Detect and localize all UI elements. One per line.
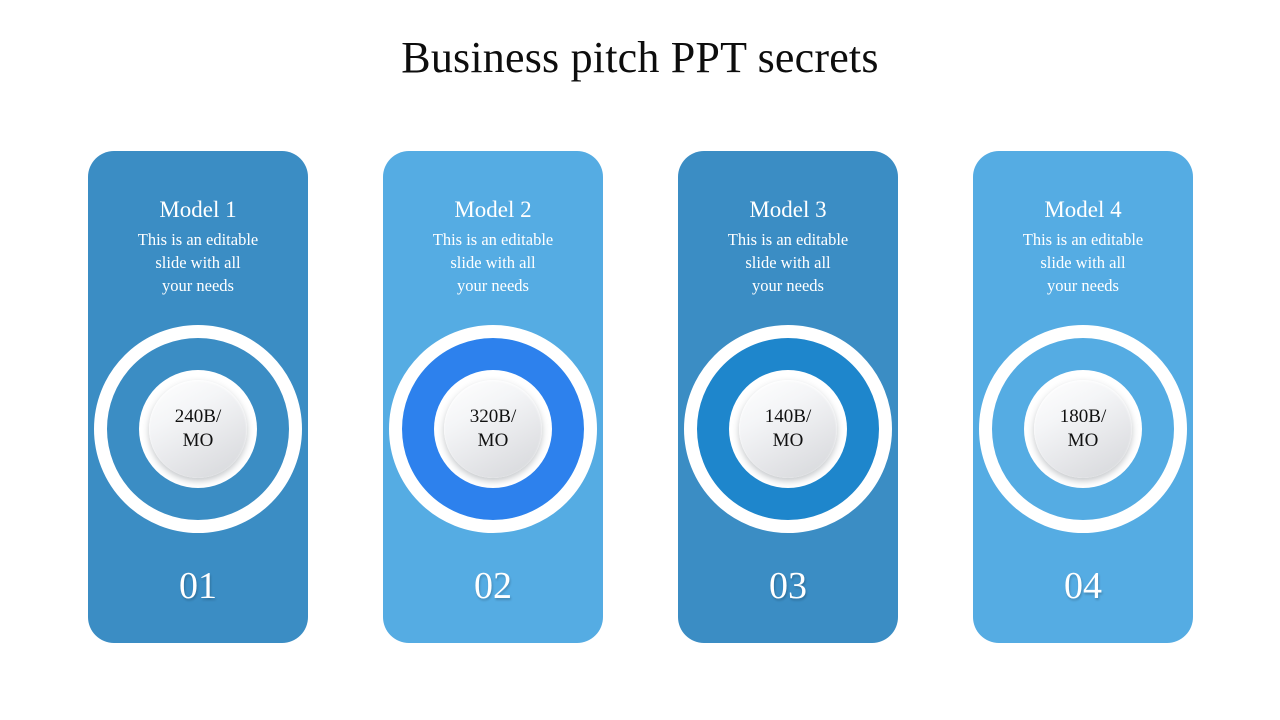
card-index-4: 04	[1064, 565, 1102, 607]
price-value-3: 140B/ MO	[764, 406, 812, 451]
card-header-1: Model 1 This is an editable slide with a…	[88, 151, 308, 298]
model-card-3[interactable]: Model 3 This is an editable slide with a…	[678, 151, 898, 643]
card-title-3: Model 3	[749, 197, 827, 222]
model-cards-row: Model 1 This is an editable slide with a…	[88, 151, 1193, 643]
model-card-1[interactable]: Model 1 This is an editable slide with a…	[88, 151, 308, 643]
price-dial-1[interactable]: 240B/ MO	[94, 325, 302, 533]
price-knob-4[interactable]: 180B/ MO	[1034, 380, 1132, 478]
card-title-2: Model 2	[454, 197, 532, 222]
page-title: Business pitch PPT secrets	[401, 33, 879, 82]
card-header-3: Model 3 This is an editable slide with a…	[678, 151, 898, 298]
card-header-4: Model 4 This is an editable slide with a…	[973, 151, 1193, 298]
price-knob-3[interactable]: 140B/ MO	[739, 380, 837, 478]
model-card-2[interactable]: Model 2 This is an editable slide with a…	[383, 151, 603, 643]
model-card-4[interactable]: Model 4 This is an editable slide with a…	[973, 151, 1193, 643]
price-knob-2[interactable]: 320B/ MO	[444, 380, 542, 478]
card-description-2: This is an editable slide with all your …	[432, 230, 554, 295]
card-description-4: This is an editable slide with all your …	[1022, 230, 1144, 295]
card-description-3: This is an editable slide with all your …	[727, 230, 849, 295]
card-index-2: 02	[474, 565, 512, 607]
card-index-1: 01	[179, 565, 217, 607]
price-dial-4[interactable]: 180B/ MO	[979, 325, 1187, 533]
card-title-1: Model 1	[159, 197, 237, 222]
card-description-1: This is an editable slide with all your …	[137, 230, 259, 295]
price-value-4: 180B/ MO	[1059, 406, 1107, 451]
price-dial-2[interactable]: 320B/ MO	[389, 325, 597, 533]
price-dial-3[interactable]: 140B/ MO	[684, 325, 892, 533]
card-index-3: 03	[769, 565, 807, 607]
price-knob-1[interactable]: 240B/ MO	[149, 380, 247, 478]
price-value-2: 320B/ MO	[469, 406, 517, 451]
price-value-1: 240B/ MO	[174, 406, 222, 451]
card-header-2: Model 2 This is an editable slide with a…	[383, 151, 603, 298]
card-title-4: Model 4	[1044, 197, 1122, 222]
